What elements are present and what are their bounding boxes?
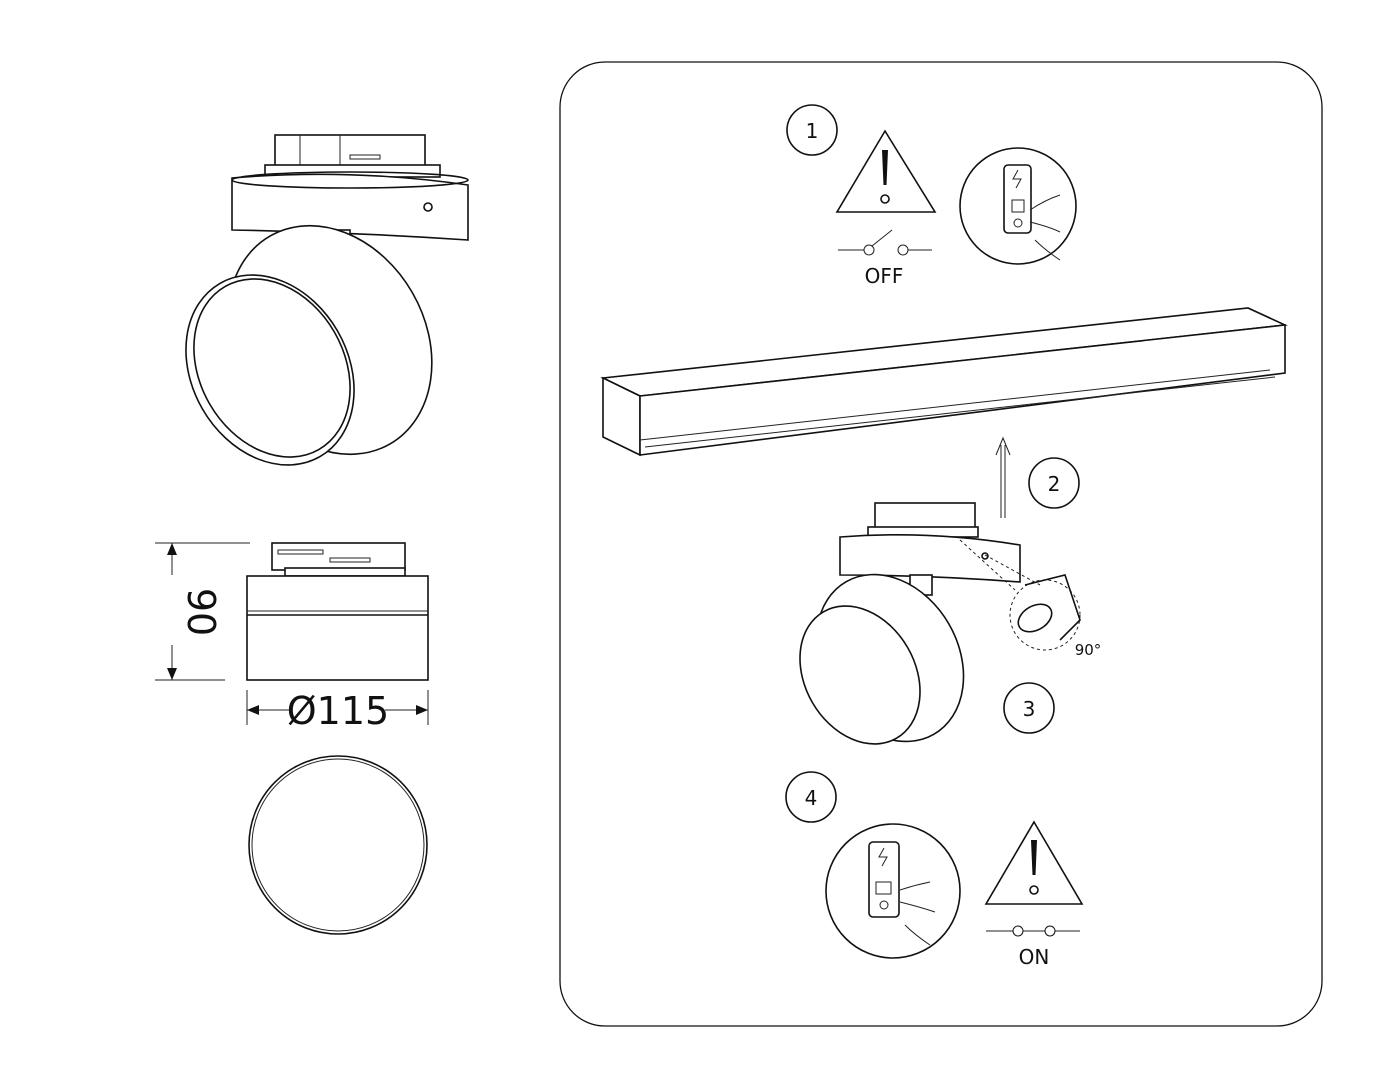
track-rail <box>600 307 1288 457</box>
spotlight-installation-view <box>799 502 1081 745</box>
off-label: OFF <box>865 264 904 288</box>
switch-on-icon <box>986 925 1080 937</box>
diameter-dimension-label: Ø115 <box>287 689 389 733</box>
hand-pressing-breaker-icon <box>825 823 961 959</box>
spotlight-side-view <box>155 542 429 725</box>
spotlight-perspective-view <box>185 134 469 466</box>
warning-triangle-icon <box>984 820 1084 905</box>
step-4-number: 4 <box>805 786 818 810</box>
hand-pressing-breaker-icon <box>959 147 1077 265</box>
spotlight-bottom-view <box>248 755 428 935</box>
switch-off-icon <box>838 229 932 256</box>
arrow-up-icon <box>995 436 1011 518</box>
step-2-number: 2 <box>1048 472 1061 496</box>
instruction-panel <box>559 61 1323 1027</box>
rotation-angle-label: 90° <box>1075 641 1102 659</box>
on-label: ON <box>1019 945 1050 969</box>
warning-triangle-icon <box>835 129 937 213</box>
step-1-badge <box>786 104 838 156</box>
step-4-badge <box>785 771 837 823</box>
step-3-badge <box>1003 682 1055 734</box>
height-dimension-label: 90 <box>179 588 223 636</box>
step-3-number: 3 <box>1023 697 1036 721</box>
step-1-number: 1 <box>806 119 819 143</box>
step-2-badge <box>1028 457 1080 509</box>
